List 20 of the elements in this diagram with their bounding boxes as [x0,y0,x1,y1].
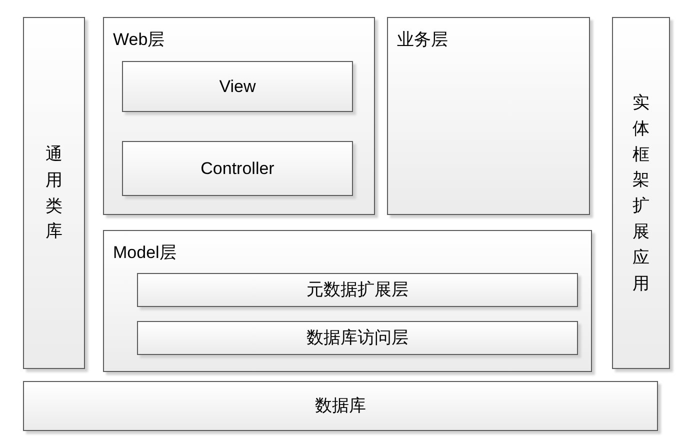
vertical-label: 通用类库 [46,143,62,243]
layer-box [122,141,353,196]
layer-heading: Model层 [113,243,176,263]
layer-box [122,61,353,112]
layer-label: View [218,76,257,96]
layer-box [612,17,670,369]
layer-label: Controller [200,158,276,178]
layer-label: 数据库访问层 [306,328,410,348]
layer-box [103,17,375,215]
layer-box [103,230,592,372]
layer-heading: Web层 [113,30,165,50]
layer-box [23,17,85,369]
layer-heading: 业务层 [397,30,448,50]
layer-box [387,17,590,215]
vertical-label: 实体框架扩展应用 [632,92,650,294]
layer-box [137,273,578,307]
layer-box [23,381,658,431]
layer-label: 数据库 [314,396,367,416]
layer-box [137,321,578,355]
layer-label: 元数据扩展层 [306,280,410,300]
